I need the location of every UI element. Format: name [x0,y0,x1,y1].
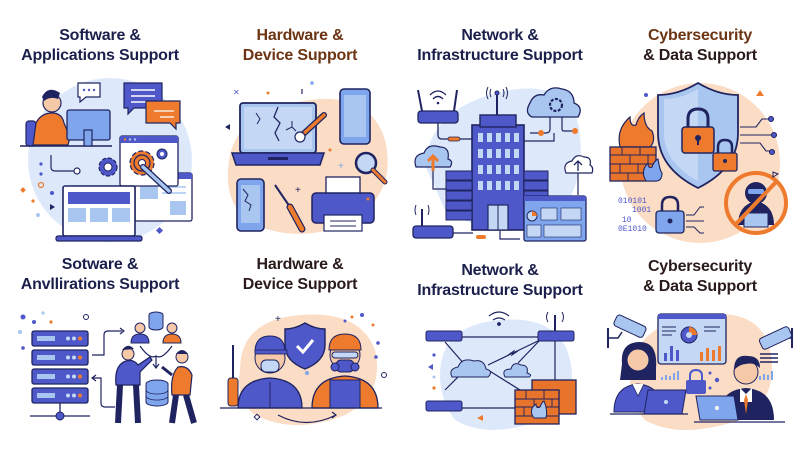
tile-title: Network & Infrastructure Support [400,261,600,301]
padlock-icon [681,107,715,154]
router-icon [425,311,575,412]
wifi-router-icon [417,89,459,124]
server-team-illustration [18,311,197,424]
title-line-1: Cybersecurity [647,258,753,275]
svg-text:10: 10 [622,216,632,225]
technician-masked-icon [237,335,303,409]
technicians-illustration: + [220,313,387,425]
title-line-2: & Data Support [643,278,757,295]
wifi-icon [488,311,510,326]
antenna-router-icon [412,204,454,239]
firewall-brick-icon [514,379,577,425]
cybersecurity-illustration: 010101 1001 10 0E1010 [609,81,788,243]
title-line-2: & Data Support [643,47,757,64]
network-support-illustration [412,86,594,242]
printer-icon [311,176,375,232]
title-line-1: Cybersecurity [647,27,753,44]
laptop-icon [610,389,688,415]
tile-title: Network & Infrastructure Support [400,26,600,66]
title-line-1: Software & [59,27,141,44]
magnifier-icon [354,151,388,185]
svg-text:1001: 1001 [632,206,651,215]
network-topology-illustration [425,311,577,430]
tile-title: Hardware & Device Support [200,26,400,66]
database-icon [148,311,164,331]
tile-software-support: Software & Applications Support [0,0,200,245]
hardware-support-illustration: ✕ + + [225,81,388,234]
svg-text:+: + [338,161,344,172]
cloud-upload-icon [414,145,453,190]
title-line-2: Applications Support [21,47,179,64]
laptop-icon [55,185,143,242]
title-line-1: Hardware & [256,27,344,44]
tile-hardware-support-2: Hardware & Device Support [200,245,400,450]
user-avatar-icon [130,322,182,344]
title-line-2: Device Support [242,276,358,293]
svg-text:+: + [275,314,281,325]
tile-title: Software & Applications Support [0,26,200,66]
title-line-1: Hardware & [256,256,344,273]
title-line-2: Infrastructure Support [417,47,583,64]
smartphone-icon [339,88,371,145]
tile-title: Cybersecurity & Data Support [600,26,800,66]
person-orange-icon [161,350,197,424]
chat-bubble-icon [77,82,181,131]
hacker-blocked-icon [724,171,788,235]
cloud-icon [450,359,532,378]
binary-data-text: 010101 1001 10 0E1010 [618,197,651,234]
network-links [444,336,556,409]
firewall-icon [609,111,663,182]
person-icon [25,89,71,147]
laptop-icon-2 [694,395,785,423]
svg-text:010101: 010101 [618,197,647,206]
tile-title: Hardware & Device Support [200,255,400,295]
shield-check-icon [284,322,326,370]
small-padlock-icon [712,138,738,172]
svg-text:+: + [295,185,301,196]
title-line-2: Infrastructure Support [417,282,583,299]
dashboard-icon [523,195,587,242]
building-icon [471,86,525,231]
monitor-icon [66,109,111,147]
tile-cybersecurity-support: Cybersecurity & Data Support [600,0,800,245]
software-support-illustration [20,78,193,242]
tile-network-support-2: Network & Infrastructure Support [400,245,600,450]
title-line-1: Sotware & [61,256,139,273]
analytics-dashboard-icon [657,313,727,365]
security-analysts-illustration [607,313,793,430]
title-line-2: Anvllirations Support [20,276,180,293]
data-padlock-icon [655,195,685,234]
cloud-upload-icon-2 [564,155,594,195]
tile-network-support: Network & Infrastructure Support [400,0,600,245]
broken-phone-icon [236,178,265,232]
cctv-camera-icon [607,314,793,350]
padlock-icon [686,368,706,394]
worker-hardhat-icon [311,333,379,409]
title-line-2: Device Support [242,47,358,64]
circuit-lines-icon [740,115,778,156]
server-stack-icon [445,170,549,221]
tile-hardware-support: Hardware & Device Support [200,0,400,245]
title-line-1: Network & [461,262,539,279]
tile-cybersecurity-support-2: Cybersecurity & Data Support [600,245,800,450]
server-rack-icon [30,330,90,421]
screwdriver-icon [274,184,306,233]
title-line-1: Network & [461,27,539,44]
tile-software-support-2: Sotware & Anvllirations Support [0,245,200,450]
person-pointing-icon [115,345,153,424]
gear-wrench-window-icon [119,135,179,194]
tile-title: Sotware & Anvllirations Support [0,255,200,295]
screwdriver-icon [227,345,239,407]
svg-text:✕: ✕ [233,88,240,97]
cloud-gear-icon [524,87,581,142]
broken-laptop-icon [230,102,326,166]
tile-title: Cybersecurity & Data Support [600,257,800,297]
svg-text:0E1010: 0E1010 [618,225,647,234]
wrench-icon [294,112,327,143]
database-icon-2 [145,379,169,407]
